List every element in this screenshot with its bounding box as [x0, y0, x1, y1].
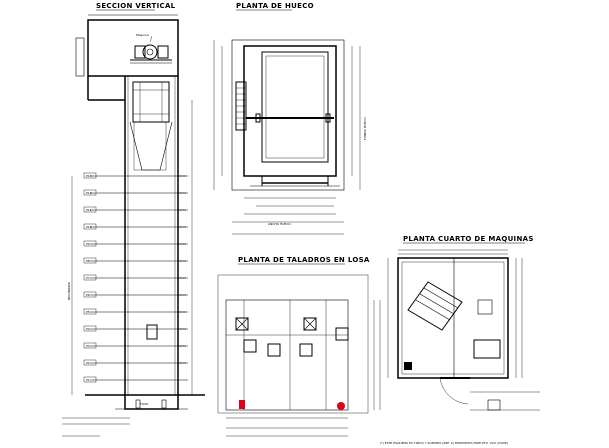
title-planta-taladros: PLANTA DE TALADROS EN LOSA: [238, 256, 370, 264]
label-foso: FOSO: [140, 402, 149, 406]
plan-slab-drilling: [217, 274, 381, 437]
controller-cabinet: [473, 339, 501, 359]
title-planta-hueco: PLANTA DE HUECO: [236, 2, 314, 10]
machine-motor: [134, 45, 146, 59]
level-markers: P13 P12 P11 P10 P9 P8 P7 P6 P5 P4 P3 P2 …: [83, 172, 97, 383]
footer-note: (*) ESTE ESQUEMA ES TIPICO Y SOPORTA (RE…: [380, 441, 508, 445]
column-block: [404, 362, 412, 370]
label-ancho-hueco: ANCHO HUECO: [268, 222, 291, 226]
pit: [124, 394, 179, 410]
level-label: P5: [86, 310, 90, 314]
section-vertical: Maquina: [62, 14, 205, 437]
floor-slabs: [90, 175, 188, 381]
level-label: P3: [86, 344, 90, 348]
level-label: P13: [86, 174, 92, 178]
level-label: P10: [86, 225, 92, 229]
level-label: P9: [86, 242, 90, 246]
marker-red: [337, 402, 345, 410]
title-seccion-vertical: SECCION VERTICAL: [96, 2, 176, 10]
drill-hole: [335, 327, 349, 341]
label-recorrido: RECORRIDO: [67, 281, 71, 300]
machine-room-wall: [397, 257, 509, 379]
cabin: [132, 81, 170, 123]
level-label: P11: [86, 208, 92, 212]
level-label: P2: [86, 361, 90, 365]
machine-room-outline: [87, 19, 179, 77]
level-label: P8: [86, 259, 90, 263]
car-plan: [261, 51, 329, 163]
label-maquina: Maquina: [136, 33, 149, 37]
drill-hole: [303, 317, 317, 331]
label-fondo-hueco: FONDO HUECO: [363, 117, 367, 140]
machine-plan: [407, 281, 463, 331]
machine-sheave: [142, 44, 158, 60]
plan-hoistway: ANCHO HUECO FONDO HUECO: [213, 39, 367, 235]
drill-hole: [299, 343, 313, 357]
drill-hole: [235, 317, 249, 331]
level-label: P1: [86, 378, 90, 382]
level-label: P12: [86, 191, 92, 195]
level-label: P6: [86, 293, 90, 297]
title-planta-cuarto-maquinas: PLANTA CUARTO DE MAQUINAS: [403, 235, 534, 243]
drill-hole: [243, 339, 257, 353]
landing-door: [146, 324, 158, 340]
hoistway-wall: [243, 45, 337, 177]
slab-outline: [225, 299, 349, 411]
level-label: P7: [86, 276, 90, 280]
level-label: P4: [86, 327, 90, 331]
marker-red: [239, 400, 245, 409]
plan-machine-room: [387, 249, 540, 411]
drill-hole: [267, 343, 281, 357]
hoistway-outer: [231, 39, 345, 191]
